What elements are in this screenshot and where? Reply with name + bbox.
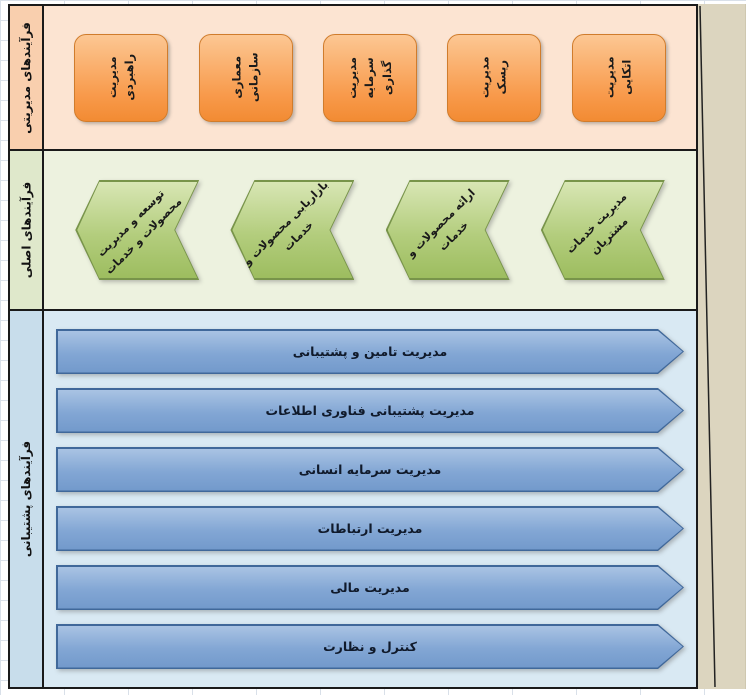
support-process-arrow[interactable]: مدیریت ارتباطات [56,506,684,551]
band-core-content: مدیریت خدمات مشتریان ارائه محصولات و خدم… [44,151,696,309]
management-process-label: مدیریت اتکایی [602,56,634,99]
band-management-content: مدیریت اتکایی مدیریت ریسک مدیریت سرمایه … [44,6,696,149]
management-process-label: مدیریت راهبردی [105,54,137,101]
support-process-label: مدیریت پشتیبانی فناوری اطلاعات [265,403,475,418]
band-management-label: فرآیندهای مدیریتی [19,21,33,134]
support-process-arrow[interactable]: مدیریت پشتیبانی فناوری اطلاعات [56,388,684,433]
arrow-fill [58,331,683,373]
core-process-label: توسعه و مدیریت محصولات و خدمات [94,187,185,277]
band-core: فرآیندهای اصلی مدیریت خدمات مشتریان ارائ… [10,151,696,311]
management-process-box[interactable]: مدیریت راهبردی [74,33,169,122]
core-process-label-wrap: ارائه محصولات و خدمات [386,180,510,280]
core-process-label-wrap: مدیریت خدمات مشتریان [541,180,665,280]
band-management-header[interactable]: فرآیندهای مدیریتی [10,6,44,149]
core-process-label-wrap: بازاریابی محصولات و خدمات [230,178,354,280]
core-process-label-wrap: توسعه و مدیریت محصولات و خدمات [75,180,199,280]
support-process-label: مدیریت مالی [330,580,410,595]
arrow-fill [58,508,683,550]
support-process-arrow[interactable]: کنترل و نظارت [56,624,684,669]
band-management: فرآیندهای مدیریتی مدیریت اتکایی مدیریت ر… [10,6,696,151]
support-process-label: مدیریت ارتباطات [317,521,423,536]
core-process-chevron[interactable]: ارائه محصولات و خدمات [386,180,510,280]
support-process-arrow[interactable]: مدیریت سرمایه انسانی [56,447,684,492]
band-support: فرآیندهای پشتیبانی مدیریت تامین و پشتیبا… [10,311,696,687]
management-process-box[interactable]: معماری سازمانی [198,33,293,122]
arrow-fill [58,567,683,609]
management-process-box[interactable]: مدیریت ریسک [447,33,542,122]
band-support-label: فرآیندهای پشتیبانی [19,440,33,558]
management-process-box[interactable]: مدیریت سرمایه گذاری [323,33,418,122]
management-process-label: مدیریت ریسک [478,56,510,99]
support-process-label: مدیریت تامین و پشتیبانی [292,344,448,359]
core-process-label: بازاریابی محصولات و خدمات [240,178,332,269]
arrow-fill [58,390,683,432]
band-core-label: فرآیندهای اصلی [19,181,33,279]
support-process-arrow[interactable]: مدیریت تامین و پشتیبانی [56,329,684,374]
arrow-fill [58,626,683,668]
support-process-label: مدیریت سرمایه انسانی [298,462,442,477]
management-process-label: مدیریت سرمایه گذاری [345,56,394,99]
arrow-fill [58,449,683,491]
management-process-box[interactable]: مدیریت اتکایی [571,33,666,122]
core-process-chevron[interactable]: مدیریت خدمات مشتریان [541,180,665,280]
core-process-label: مدیریت خدمات مشتریان [563,190,631,258]
page-edge-strip [698,4,746,689]
band-support-content: مدیریت تامین و پشتیبانی مدیریت پشتیبانی … [44,311,696,687]
support-process-label: کنترل و نظارت [323,639,417,654]
band-core-header[interactable]: فرآیندهای اصلی [10,151,44,309]
support-process-arrow[interactable]: مدیریت مالی [56,565,684,610]
process-map: فرآیندهای مدیریتی مدیریت اتکایی مدیریت ر… [8,4,698,689]
band-support-header[interactable]: فرآیندهای پشتیبانی [10,311,44,687]
management-process-label: معماری سازمانی [229,52,261,103]
core-process-chevron[interactable]: توسعه و مدیریت محصولات و خدمات [75,180,199,280]
core-process-chevron[interactable]: بازاریابی محصولات و خدمات [230,178,354,280]
core-process-label: ارائه محصولات و خدمات [404,186,478,261]
